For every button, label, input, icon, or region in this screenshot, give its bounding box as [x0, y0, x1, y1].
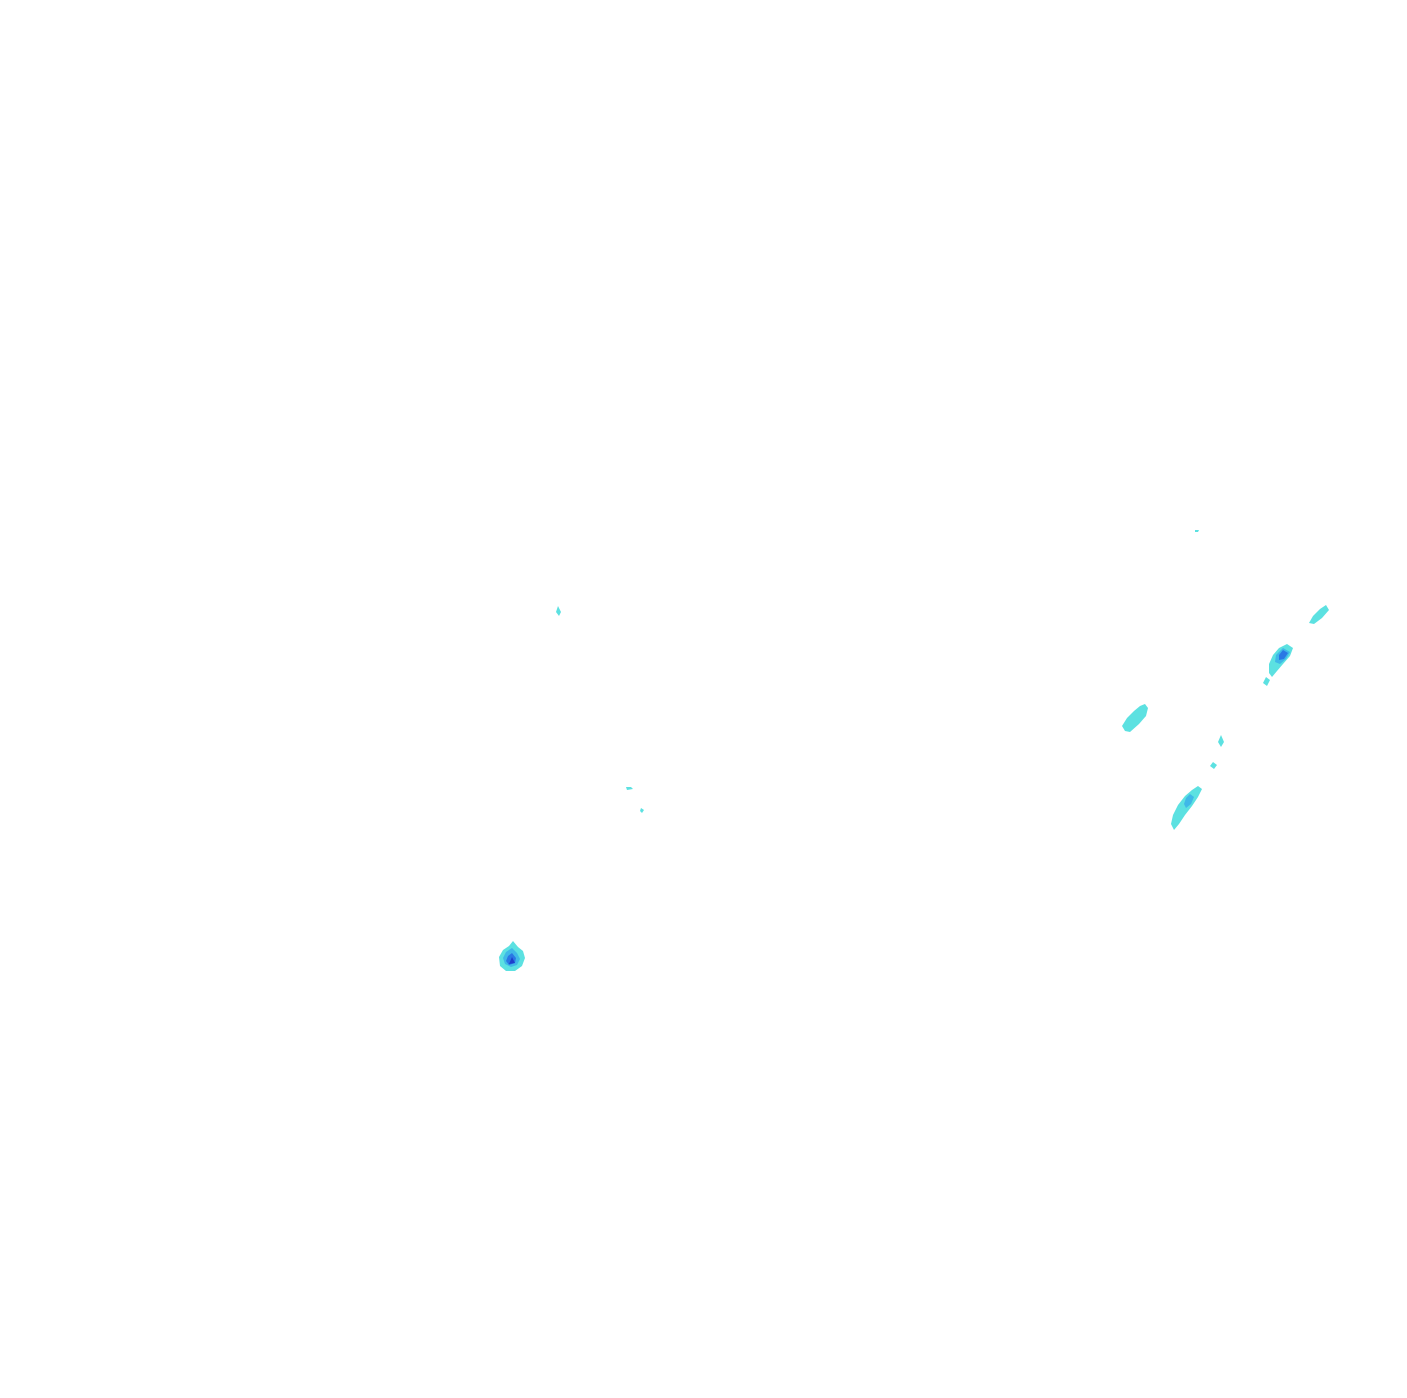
contour-east-band-north-level-1 — [1309, 605, 1329, 624]
contour-southeast-cell-level-1 — [1171, 786, 1202, 830]
contour-feature-speck-7 — [1210, 762, 1217, 769]
contour-southeast-cell-level-2 — [1184, 794, 1194, 808]
contour-speck-1-level-1 — [556, 606, 561, 616]
contour-feature-west-cell — [499, 941, 525, 971]
contour-northeast-cell-level-3 — [1279, 650, 1288, 660]
contour-feature-speck-3 — [640, 808, 644, 813]
contour-feature-speck-2 — [626, 787, 633, 790]
contour-speck-2-level-1 — [626, 787, 633, 790]
contour-speck-5-level-1 — [1263, 677, 1270, 686]
contour-feature-speck-6 — [1218, 735, 1224, 747]
contour-speck-3-level-1 — [640, 808, 644, 813]
contour-feature-east-band-middle — [1122, 704, 1148, 732]
contour-west-cell-level-4 — [509, 957, 515, 964]
contour-speck-6-level-1 — [1218, 735, 1224, 747]
contour-feature-speck-1 — [556, 606, 561, 616]
contour-feature-east-band-north — [1309, 605, 1329, 624]
contour-feature-speck-5 — [1263, 677, 1270, 686]
contour-speck-4-level-1 — [1195, 530, 1199, 532]
contour-east-band-middle-level-1 — [1122, 704, 1148, 732]
contour-feature-northeast-cell — [1269, 644, 1293, 677]
contour-speck-7-level-1 — [1210, 762, 1217, 769]
contour-feature-speck-4 — [1195, 530, 1199, 532]
contour-feature-southeast-cell — [1171, 786, 1202, 830]
